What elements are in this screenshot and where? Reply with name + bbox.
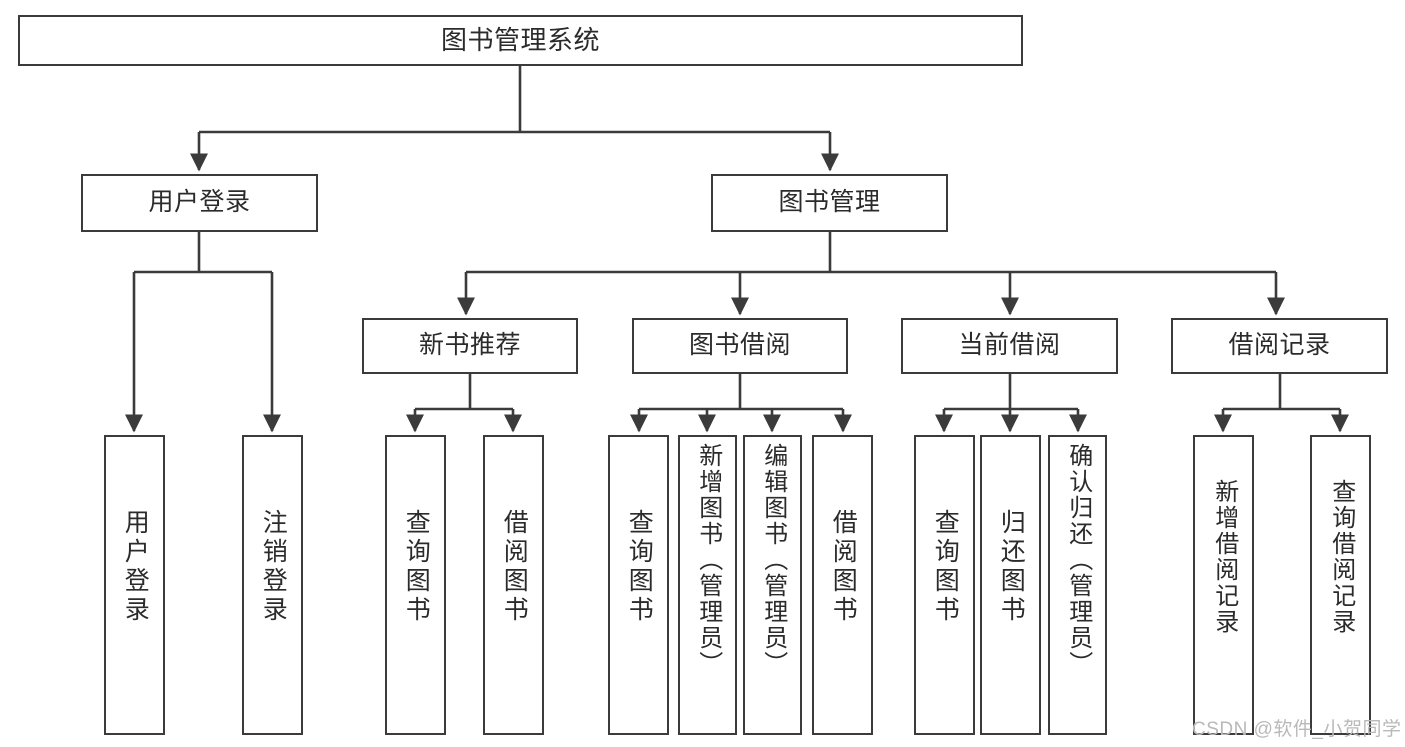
leaf-query-book-borrow[interactable]: 查询图书: [608, 435, 669, 735]
node-user-login[interactable]: 用户登录: [81, 174, 318, 232]
node-label: 确认归还（管理员）: [1064, 443, 1092, 677]
node-label: 借阅图书: [500, 509, 529, 625]
leaf-confirm-return-admin[interactable]: 确认归还（管理员）: [1048, 435, 1107, 735]
node-label: 图书借阅: [688, 331, 791, 360]
leaf-add-borrow-record[interactable]: 新增借阅记录: [1193, 435, 1254, 735]
leaf-add-book-admin[interactable]: 新增图书（管理员）: [678, 435, 737, 735]
node-borrow-record[interactable]: 借阅记录: [1171, 318, 1388, 374]
leaf-query-book-recommend[interactable]: 查询图书: [385, 435, 446, 735]
node-label: 新增借阅记录: [1210, 479, 1238, 635]
node-label: 查询图书: [402, 509, 431, 625]
leaf-query-book-current[interactable]: 查询图书: [914, 435, 975, 735]
node-book-borrow[interactable]: 图书借阅: [632, 318, 848, 374]
node-label: 借阅图书: [829, 509, 858, 625]
leaf-query-borrow-record[interactable]: 查询借阅记录: [1310, 435, 1371, 735]
node-label: 用户登录: [121, 509, 150, 625]
leaf-borrow-book[interactable]: 借阅图书: [812, 435, 873, 735]
csdn-watermark: CSDN @软件_小贺同学: [1192, 719, 1402, 740]
node-label: 注销登录: [259, 509, 288, 625]
node-current-borrow[interactable]: 当前借阅: [901, 318, 1118, 374]
node-label: 图书管理系统: [440, 25, 600, 56]
node-label: 查询图书: [625, 509, 654, 625]
node-label: 查询图书: [931, 509, 960, 625]
node-label: 新增图书（管理员）: [694, 443, 722, 677]
node-label: 新书推荐: [418, 331, 521, 360]
node-book-manage[interactable]: 图书管理: [711, 174, 948, 232]
leaf-edit-book-admin[interactable]: 编辑图书（管理员）: [743, 435, 802, 735]
node-label: 用户登录: [148, 188, 251, 217]
node-new-book-recommend[interactable]: 新书推荐: [362, 318, 578, 374]
node-label: 编辑图书（管理员）: [759, 443, 787, 677]
leaf-borrow-book-recommend[interactable]: 借阅图书: [483, 435, 544, 735]
leaf-return-book[interactable]: 归还图书: [980, 435, 1041, 735]
node-root-book-management-system[interactable]: 图书管理系统: [18, 15, 1023, 66]
node-label: 当前借阅: [958, 331, 1061, 360]
leaf-user-logout[interactable]: 注销登录: [242, 435, 303, 735]
node-label: 图书管理: [778, 188, 881, 217]
leaf-user-login[interactable]: 用户登录: [104, 435, 165, 735]
node-label: 查询借阅记录: [1327, 479, 1355, 635]
node-label: 借阅记录: [1228, 331, 1331, 360]
node-label: 归还图书: [997, 509, 1026, 625]
